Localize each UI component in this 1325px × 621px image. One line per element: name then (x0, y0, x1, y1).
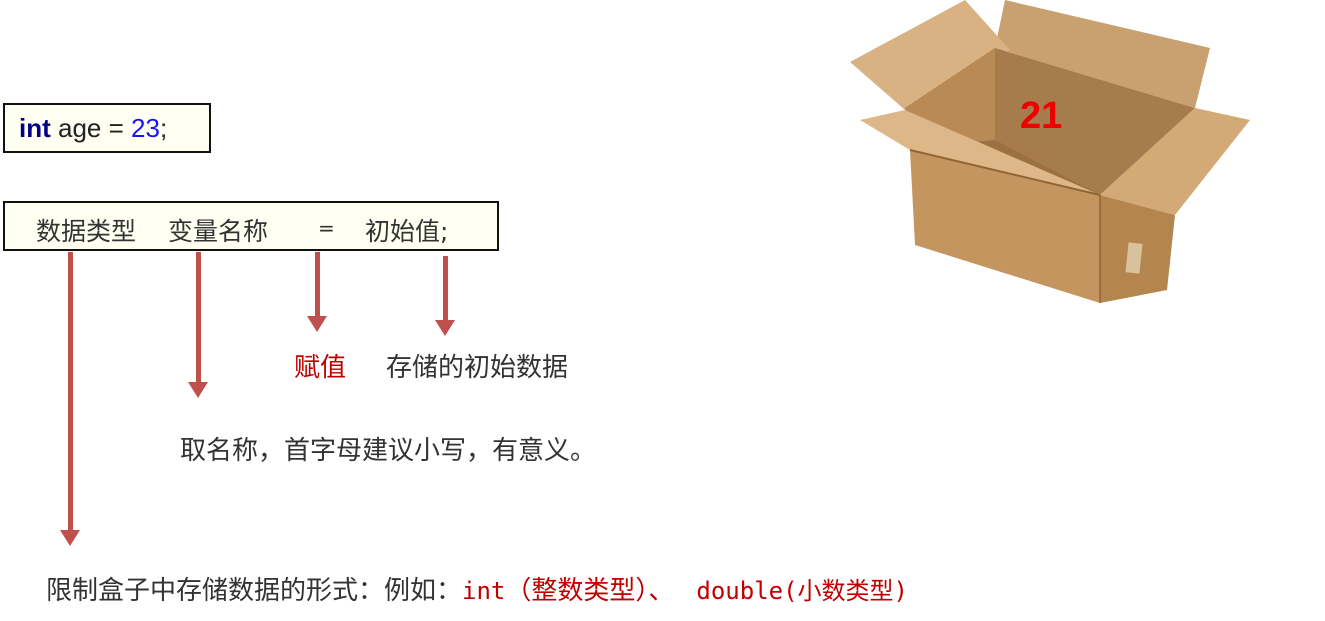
double-code: double(小数类型) (696, 577, 908, 605)
syntax-variable-name: 变量名称 (168, 217, 269, 246)
syntax-equals: = (318, 216, 335, 240)
code-example-box: int age = 23; (3, 103, 211, 153)
data-type-description: 限制盒子中存储数据的形式：例如：int（整数类型）、 double(小数类型) (46, 570, 908, 607)
initial-data-label: 存储的初始数据 (386, 353, 569, 383)
cardboard-box-image: 21 (845, 0, 1255, 305)
code-operator: = (108, 112, 124, 143)
box-illustration (850, 0, 1250, 303)
assign-label: 赋值 (294, 353, 347, 383)
box-number: 21 (1020, 95, 1063, 137)
naming-rule-label: 取名称，首字母建议小写，有意义。 (180, 436, 597, 466)
int-description: （整数类型）、 (505, 576, 675, 606)
syntax-data-type: 数据类型 (36, 217, 137, 246)
code-semicolon: ; (159, 112, 168, 143)
code-keyword: int (19, 112, 51, 143)
code-variable-name: age (50, 112, 109, 143)
syntax-initial-value: 初始值; (365, 217, 449, 246)
data-type-desc-text: 限制盒子中存储数据的形式：例如： (46, 576, 463, 606)
int-code: int (462, 577, 506, 605)
code-value: 23 (123, 112, 160, 143)
syntax-template-box: 数据类型 变量名称 = 初始值; (3, 201, 499, 251)
